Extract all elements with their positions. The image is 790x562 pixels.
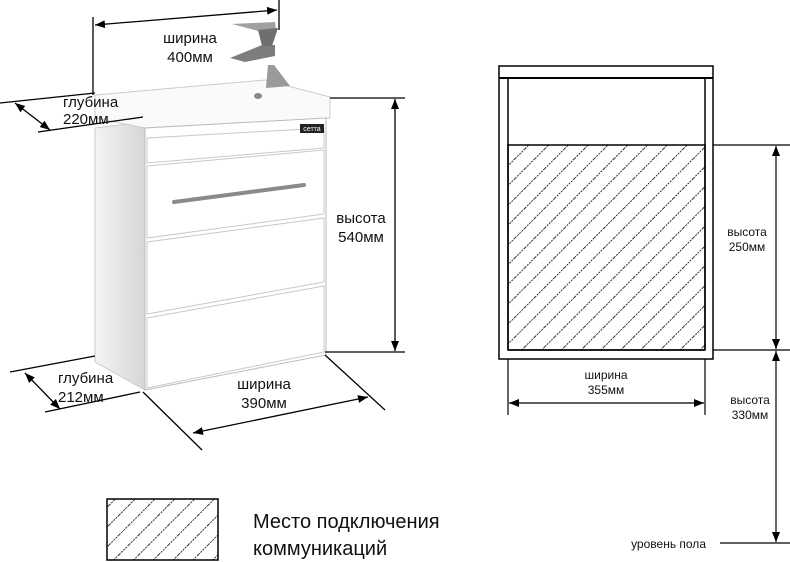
bottom-depth-value: 212мм: [58, 389, 104, 406]
dim-top-depth: [0, 92, 144, 133]
sink-top: [94, 79, 331, 129]
top-width-label: ширина: [163, 30, 217, 47]
legend-hatch-swatch: [106, 498, 219, 561]
connection-zone: [507, 144, 706, 351]
legend-line-2: коммуникаций: [253, 538, 387, 560]
cabinet-side: [94, 121, 146, 391]
cabinet-schematic: [498, 65, 714, 360]
zone-width-value: 355мм: [588, 383, 625, 397]
drain-hole: [254, 93, 262, 99]
height-value: 540мм: [338, 229, 384, 246]
top-panel: [146, 127, 325, 164]
floor-level-label: уровень пола: [631, 537, 706, 551]
bottom-depth-label: глубина: [58, 370, 114, 387]
drawer-3: [146, 285, 325, 389]
cabinet-illustration: сетта: [94, 22, 331, 391]
height-label: высота: [336, 210, 386, 227]
bottom-width-value: 390мм: [241, 395, 287, 412]
brand-badge-text: сетта: [303, 126, 320, 133]
zone-height-label: высота: [727, 225, 767, 239]
zone-width-label: ширина: [584, 368, 627, 382]
top-depth-value: 220мм: [63, 111, 109, 128]
legend-line-1: Место подключения: [253, 511, 440, 533]
floor-height-label: высота: [730, 393, 770, 407]
brand-badge: [300, 124, 324, 133]
floor-height-value: 330мм: [732, 408, 769, 422]
zone-height-value: 250мм: [729, 240, 766, 254]
faucet-icon: [230, 22, 290, 88]
dim-bottom-width: [142, 354, 386, 451]
dim-bottom-depth: [9, 355, 141, 413]
drawer-2: [146, 217, 325, 315]
dim-height: [325, 97, 405, 353]
dim-schematic: [507, 144, 790, 544]
top-width-value: 400мм: [167, 49, 213, 66]
top-depth-label: глубина: [63, 94, 119, 111]
drawer-handle: [172, 183, 306, 204]
dim-top-width: [92, 0, 280, 95]
bottom-width-label: ширина: [237, 376, 291, 393]
